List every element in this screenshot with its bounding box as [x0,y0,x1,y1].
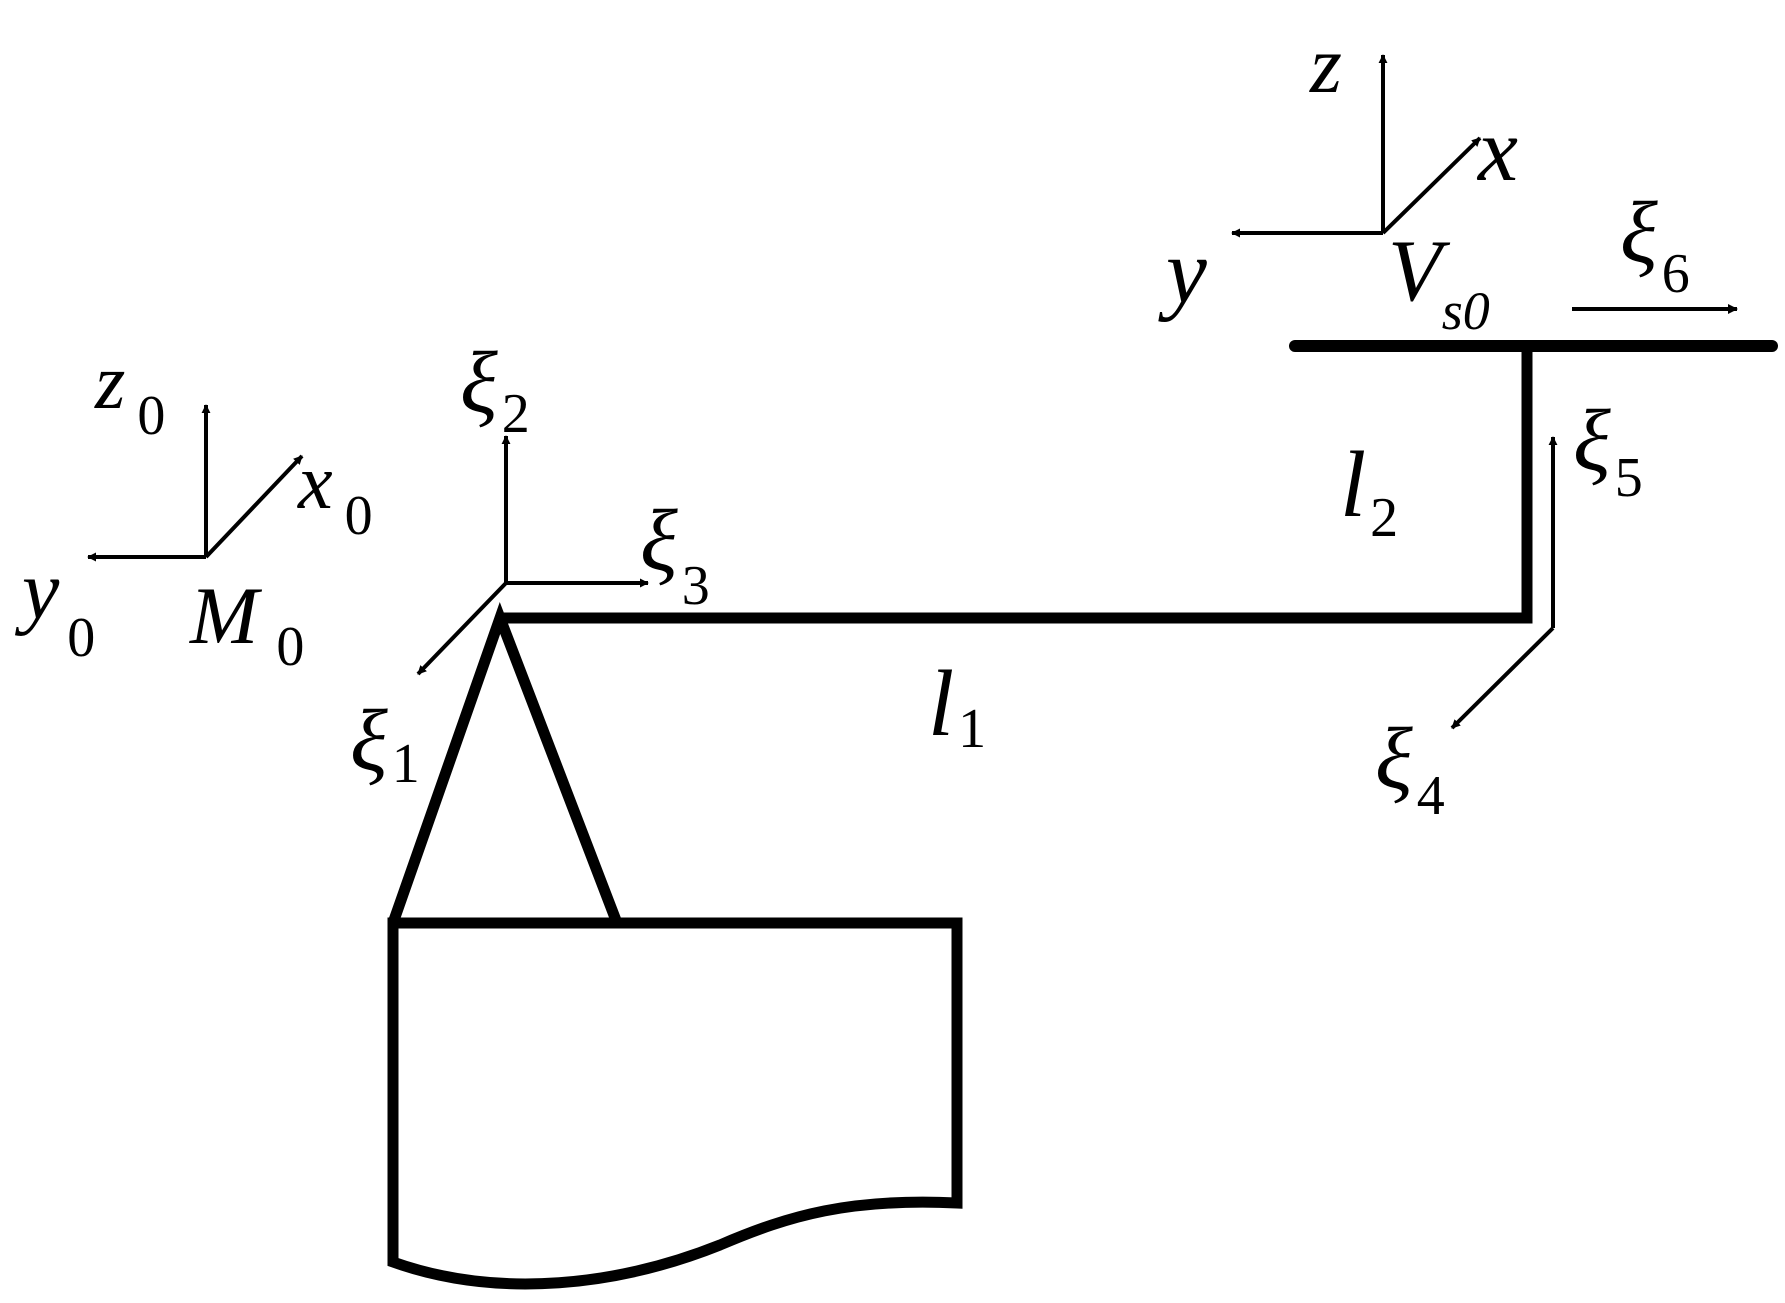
xi1-label: ξ1 [350,693,420,795]
l2-label: l2 [1340,433,1398,549]
l1-label: l1 [928,652,986,760]
base-box [387,917,963,1290]
base-frame [87,404,304,562]
xi2-label: ξ2 [460,335,530,445]
xi5-label: ξ5 [1573,393,1643,509]
x0-axis [204,454,304,559]
xi4-arrow [1450,626,1555,730]
x-axis [1381,136,1482,235]
y0-label: y0 [14,544,95,669]
base-body [387,602,963,1290]
tip-frame [1231,54,1482,238]
Vs0-label: Vs0 [1388,223,1490,341]
xi1-arrow [416,581,508,676]
x-label: x [1476,101,1518,200]
xi3-label: ξ3 [640,493,710,617]
z-label: z [1309,19,1342,110]
y-label: y [1158,220,1207,322]
xi6-label: ξ6 [1620,185,1690,305]
xi4-label: ξ4 [1375,711,1445,827]
link-l1-and-l2 [500,346,1533,624]
beam [500,340,1778,624]
xi-vectors [416,304,1738,730]
